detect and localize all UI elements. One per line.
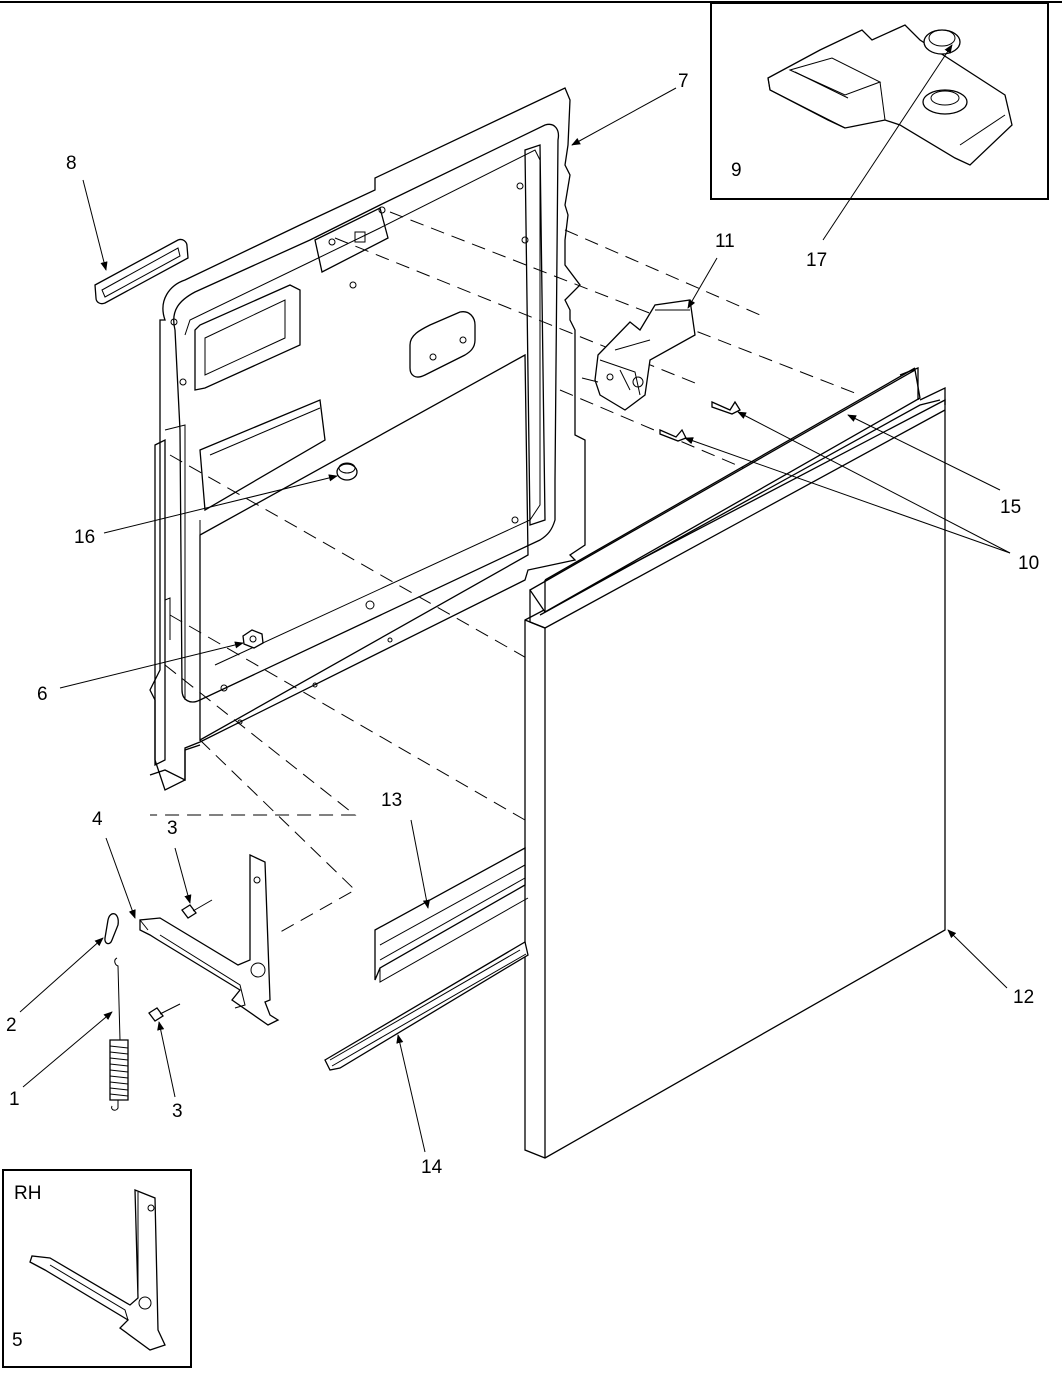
callout-labels: 7 8 9 17 11 15 10 16 6 13 4 3 2 1 3 12 1… xyxy=(6,71,1039,1351)
callout-8: 8 xyxy=(66,153,77,174)
door-spring xyxy=(109,957,129,1111)
dispenser-inset xyxy=(710,2,1049,200)
callout-14: 14 xyxy=(421,1157,443,1178)
callout-13: 13 xyxy=(381,790,402,811)
hinge-arm xyxy=(139,853,280,1026)
callout-17: 17 xyxy=(806,250,827,271)
callout-3-bottom: 3 xyxy=(172,1101,183,1122)
bottom-seal xyxy=(324,940,529,1071)
rh-hinge-inset: RH xyxy=(2,1169,192,1368)
callout-3-top: 3 xyxy=(167,818,178,839)
spring-clip xyxy=(104,913,119,945)
callout-11: 11 xyxy=(715,231,735,252)
hinge-screws xyxy=(148,899,213,1022)
door-latch xyxy=(581,299,696,411)
callout-1: 1 xyxy=(9,1089,20,1110)
callout-5: 5 xyxy=(12,1330,23,1351)
inner-door-panel xyxy=(149,87,586,791)
callout-2: 2 xyxy=(6,1015,17,1036)
assembly-dashed-lines xyxy=(150,211,861,936)
callout-15: 15 xyxy=(1000,497,1021,518)
plug-button xyxy=(336,462,358,481)
vent-gasket xyxy=(94,238,189,305)
callout-4: 4 xyxy=(92,809,103,830)
callout-12: 12 xyxy=(1013,987,1034,1008)
latch-screws xyxy=(659,400,741,442)
inset-rh-label: RH xyxy=(14,1183,41,1204)
hex-nut xyxy=(242,629,264,649)
leader-lines xyxy=(19,44,1011,1153)
callout-10: 10 xyxy=(1018,553,1039,574)
callout-9: 9 xyxy=(731,160,742,181)
bottom-trim-strip xyxy=(374,846,529,983)
callout-7: 7 xyxy=(678,71,689,92)
outer-door-panel xyxy=(524,367,946,1159)
callout-16: 16 xyxy=(74,527,95,548)
callout-6: 6 xyxy=(37,684,48,705)
